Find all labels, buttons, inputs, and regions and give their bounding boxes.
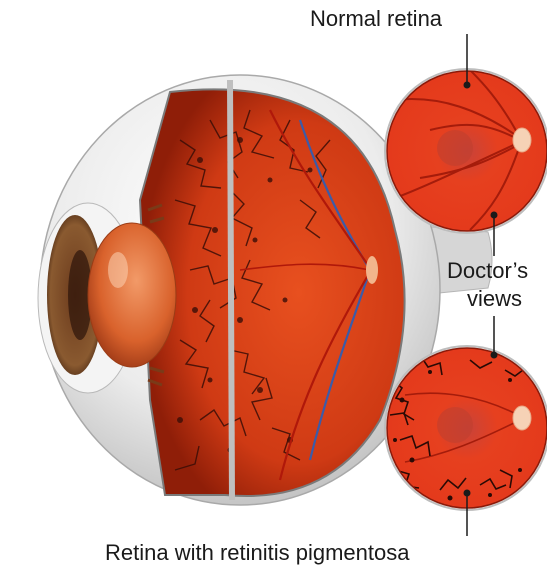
retinitis-pigmentosa-view [385,346,547,510]
normal-retina-view [385,69,547,233]
label-normal-retina: Normal retina [310,6,442,32]
label-doctors: Doctor’s [447,258,528,284]
label-views: views [467,286,522,312]
cut-plane-edge [230,80,232,500]
optic-disc-interior [366,256,378,284]
lens [88,223,176,367]
label-retinitis-pigmentosa: Retina with retinitis pigmentosa [105,540,409,566]
